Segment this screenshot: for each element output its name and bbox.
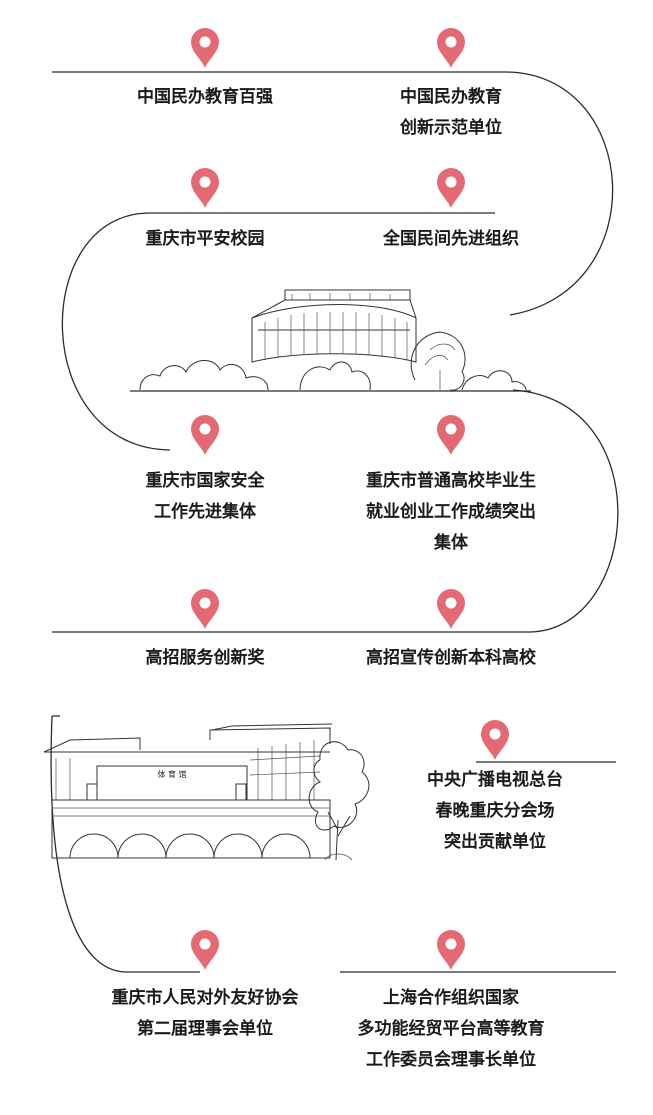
milestone-label: 全国民间先进组织 [341, 224, 561, 255]
gym-sign: 体 育 馆 [157, 770, 187, 779]
milestone-label-line: 中国民办教育百强 [137, 87, 273, 107]
location-pin-icon [437, 168, 465, 208]
milestone-label-line: 重庆市人民对外友好协会 [111, 988, 299, 1008]
milestone-label-line: 工作委员会理事长单位 [366, 1050, 536, 1070]
milestone-label: 重庆市平安校园 [95, 224, 315, 255]
milestone-label-line: 集体 [434, 533, 468, 553]
round-building-sketch [139, 289, 527, 391]
location-pin-icon [437, 28, 465, 68]
location-pin-icon [437, 589, 465, 629]
milestone-label-line: 多功能经贸平台高等教育 [357, 1019, 545, 1039]
gymnasium-sketch [43, 723, 370, 861]
location-pin-icon [437, 930, 465, 970]
milestone-label: 中央广播电视总台春晚重庆分会场突出贡献单位 [385, 765, 605, 858]
milestone-label-line: 第二届理事会单位 [137, 1019, 273, 1039]
milestone-label-line: 重庆市国家安全 [145, 471, 265, 491]
milestone-label-line: 春晚重庆分会场 [435, 801, 555, 821]
milestone-label: 上海合作组织国家多功能经贸平台高等教育工作委员会理事长单位 [341, 983, 561, 1076]
milestone-label-line: 全国民间先进组织 [383, 229, 519, 249]
milestone-label: 高招宣传创新本科高校 [341, 643, 561, 674]
location-pin-icon [191, 168, 219, 208]
milestone-label-line: 上海合作组织国家 [383, 988, 519, 1008]
milestone-label-line: 创新示范单位 [400, 118, 502, 138]
location-pin-icon [191, 28, 219, 68]
milestone-label-line: 重庆市普通高校毕业生 [366, 471, 536, 491]
milestone-label: 重庆市国家安全工作先进集体 [95, 466, 315, 528]
milestone-label: 中国民办教育创新示范单位 [341, 82, 561, 144]
milestone-label: 重庆市人民对外友好协会第二届理事会单位 [95, 983, 315, 1045]
milestone-label-line: 中央广播电视总台 [427, 770, 563, 790]
milestone-label-line: 中国民办教育 [400, 87, 502, 107]
milestone-label-line: 重庆市平安校园 [145, 229, 265, 249]
location-pin-icon [191, 415, 219, 455]
location-pin-icon [191, 930, 219, 970]
milestone-label-line: 工作先进集体 [154, 502, 256, 522]
milestone-label-line: 突出贡献单位 [444, 832, 546, 852]
timeline-path [50, 71, 619, 973]
milestone-label-line: 就业创业工作成绩突出 [366, 502, 536, 522]
location-pin-icon [481, 720, 509, 760]
milestone-label-line: 高招宣传创新本科高校 [366, 648, 536, 668]
milestone-label: 高招服务创新奖 [95, 643, 315, 674]
milestone-label-line: 高招服务创新奖 [145, 648, 265, 668]
location-pin-icon [191, 589, 219, 629]
location-pin-icon [437, 415, 465, 455]
milestone-label: 中国民办教育百强 [95, 82, 315, 113]
milestone-label: 重庆市普通高校毕业生就业创业工作成绩突出集体 [341, 466, 561, 559]
